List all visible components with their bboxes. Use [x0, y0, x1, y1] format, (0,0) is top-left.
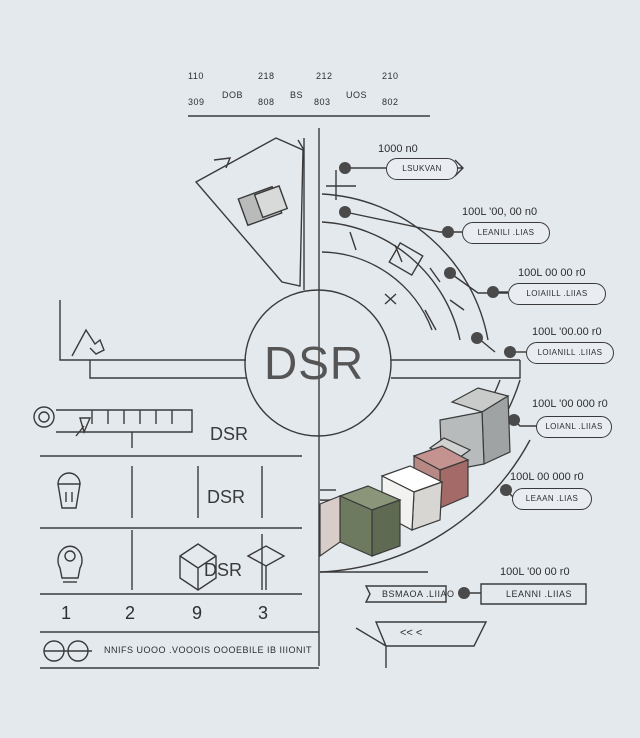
top-table-cell: DOB — [222, 90, 244, 100]
lightbulb-icon — [57, 545, 83, 583]
document-icon — [355, 585, 488, 668]
top-table-cell: 110 — [188, 71, 204, 81]
hub-circle — [244, 289, 392, 437]
callout-tag: LEAAN .LIAS — [512, 488, 592, 510]
ruler-icon — [33, 406, 193, 448]
step-number: 3 — [258, 603, 269, 623]
dsr-label: DSR — [207, 487, 246, 507]
top-table-cell: UOS — [346, 90, 368, 100]
hand-pointer-icon — [71, 328, 105, 357]
callout-tag: LOIANL .LIIAS — [536, 416, 612, 438]
top-table-cell: 808 — [258, 97, 275, 107]
callout-value: 100L '00, 00 n0 — [462, 206, 538, 218]
step-number: 1 — [61, 603, 72, 623]
step-number: 2 — [125, 603, 136, 623]
callout-tag: LEANNI .LIIAS — [506, 589, 573, 599]
step-number: 9 — [192, 603, 203, 623]
top-table-cell: 803 — [314, 97, 331, 107]
bucket-icon — [57, 472, 81, 509]
callout-value: 100L '00.00 r0 — [532, 326, 602, 338]
callout-value: 100L '00 000 r0 — [532, 398, 608, 410]
callout-tag: LSUKVAN — [386, 158, 458, 180]
top-table-cell: 802 — [382, 97, 399, 107]
callout-tag: LOIANILL .LIIAS — [526, 342, 614, 364]
callout-tag: LEANILI .LIAS — [462, 222, 550, 244]
callout-value: 100L 00 000 r0 — [510, 471, 584, 483]
top-table-cell: BS — [290, 90, 304, 100]
top-table-cell: 210 — [382, 71, 399, 81]
hub-label: DSR — [264, 337, 365, 389]
dsr-label: DSR — [210, 424, 249, 444]
top-table-cell: 218 — [258, 71, 275, 81]
callout-value: 1000 n0 — [378, 143, 418, 155]
top-table-cell: 309 — [188, 97, 205, 107]
cube-icon — [179, 543, 217, 591]
chain-link-icon — [43, 640, 92, 662]
paper-stack-icon — [194, 137, 305, 287]
arrow-tag: << < — [400, 627, 423, 639]
callout-value: 100L 00 00 r0 — [518, 267, 586, 279]
dsr-label: DSR — [204, 560, 243, 580]
callout-value: 100L '00 00 r0 — [500, 566, 570, 578]
diamond-icon — [246, 545, 286, 590]
arrow-tag: BSMAOA .LIIAO — [382, 589, 455, 599]
top-table-cell: 212 — [316, 71, 333, 81]
callout-tag: LOIAIILL .LIIAS — [508, 283, 606, 305]
footer-text: NNIFS UOOO .VOOOIS OOOEBILE IB IIIONIT — [104, 645, 313, 655]
